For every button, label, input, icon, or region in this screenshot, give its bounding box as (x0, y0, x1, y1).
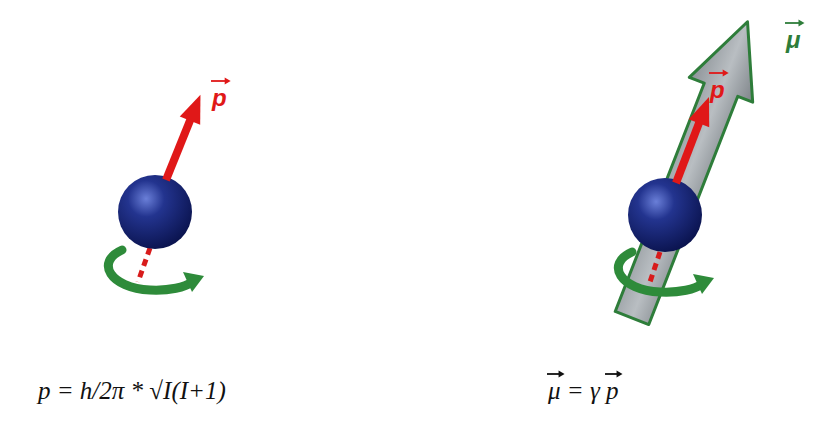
nucleus-sphere (118, 175, 192, 249)
magnetic-moment-label: μ (786, 28, 800, 52)
magnetic-moment-formula: μ = γ p (548, 378, 619, 403)
spin-axis-dashed (138, 248, 150, 282)
right-nucleus (600, 9, 779, 330)
left-nucleus (108, 91, 210, 292)
magnetic-moment-arrow (600, 9, 779, 330)
rotation-arrow (618, 252, 702, 292)
momentum-label: p (710, 78, 725, 102)
vector-arrowhead (798, 20, 804, 27)
rotation-arrowhead (183, 272, 204, 292)
rotation-arrow (108, 250, 192, 290)
spin-axis-dashed (650, 252, 660, 282)
vector-arrowhead (723, 70, 729, 77)
momentum-label: p (212, 86, 227, 110)
vector-arrowhead (617, 371, 623, 378)
rotation-arrowhead (693, 274, 714, 294)
vector-arrowhead (225, 78, 231, 85)
spin-vector (666, 93, 720, 187)
vector-arrowhead (559, 371, 565, 378)
nucleus-sphere (628, 178, 702, 252)
spin-vector (156, 91, 211, 185)
angular-momentum-formula: p = h/2π * √I(I+1) (38, 378, 226, 403)
